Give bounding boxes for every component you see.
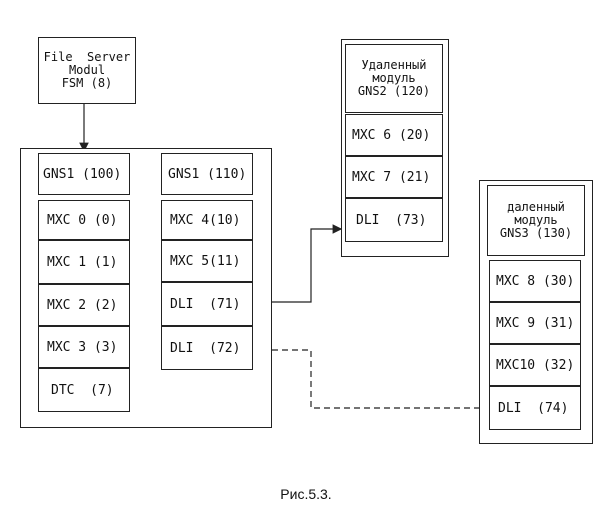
fsm-line-3: FSM (8) [61, 76, 113, 90]
mxc7-cell: MXC 7 (21) [345, 156, 443, 198]
mxc0-cell: MXC 0 (0) [38, 200, 130, 240]
dli71-cell: DLI (71) [161, 282, 253, 326]
dli73-cell: DLI (73) [345, 198, 443, 242]
mxc2-cell: MXC 2 (2) [38, 284, 130, 326]
gns3-header-line-1: даленный [507, 200, 565, 214]
mxc6-cell: MXC 6 (20) [345, 114, 443, 156]
mxc3-cell: MXC 3 (3) [38, 326, 130, 368]
link-dli72-dli74 [260, 345, 491, 413]
gns3-header: даленный модуль GNS3 (130) [487, 185, 585, 256]
dtc-cell: DTC (7) [38, 368, 130, 412]
gns2-header: Удаленный модуль GNS2 (120) [345, 44, 443, 113]
file-server-module: File Server Modul FSM (8) [38, 37, 136, 104]
mxc5-cell: MXC 5(11) [161, 240, 253, 282]
gns3-header-line-3: GNS3 (130) [499, 226, 573, 240]
dli72-cell: DLI (72) [161, 326, 253, 370]
mxc4-cell: MXC 4(10) [161, 200, 253, 240]
gns2-header-line-3: GNS2 (120) [357, 84, 431, 98]
dli74-cell: DLI (74) [489, 386, 581, 430]
gns2-header-line-2: модуль [372, 71, 416, 85]
gns1-100-cell: GNS1 (100) [38, 153, 130, 195]
gns2-header-line-1: Удаленный [361, 58, 427, 72]
mxc10-cell: MXC10 (32) [489, 344, 581, 386]
gns3-header-line-2: модуль [514, 213, 558, 227]
mxc8-cell: MXC 8 (30) [489, 260, 581, 302]
fsm-line-2: Modul [68, 63, 106, 77]
figure-caption: Рис.5.3. [280, 486, 332, 502]
link-dli71-dli73 [260, 224, 343, 307]
mxc9-cell: MXC 9 (31) [489, 302, 581, 344]
gns1-110-cell: GNS1 (110) [161, 153, 253, 195]
mxc1-cell: MXC 1 (1) [38, 240, 130, 284]
fsm-line-1: File Server [43, 50, 131, 64]
